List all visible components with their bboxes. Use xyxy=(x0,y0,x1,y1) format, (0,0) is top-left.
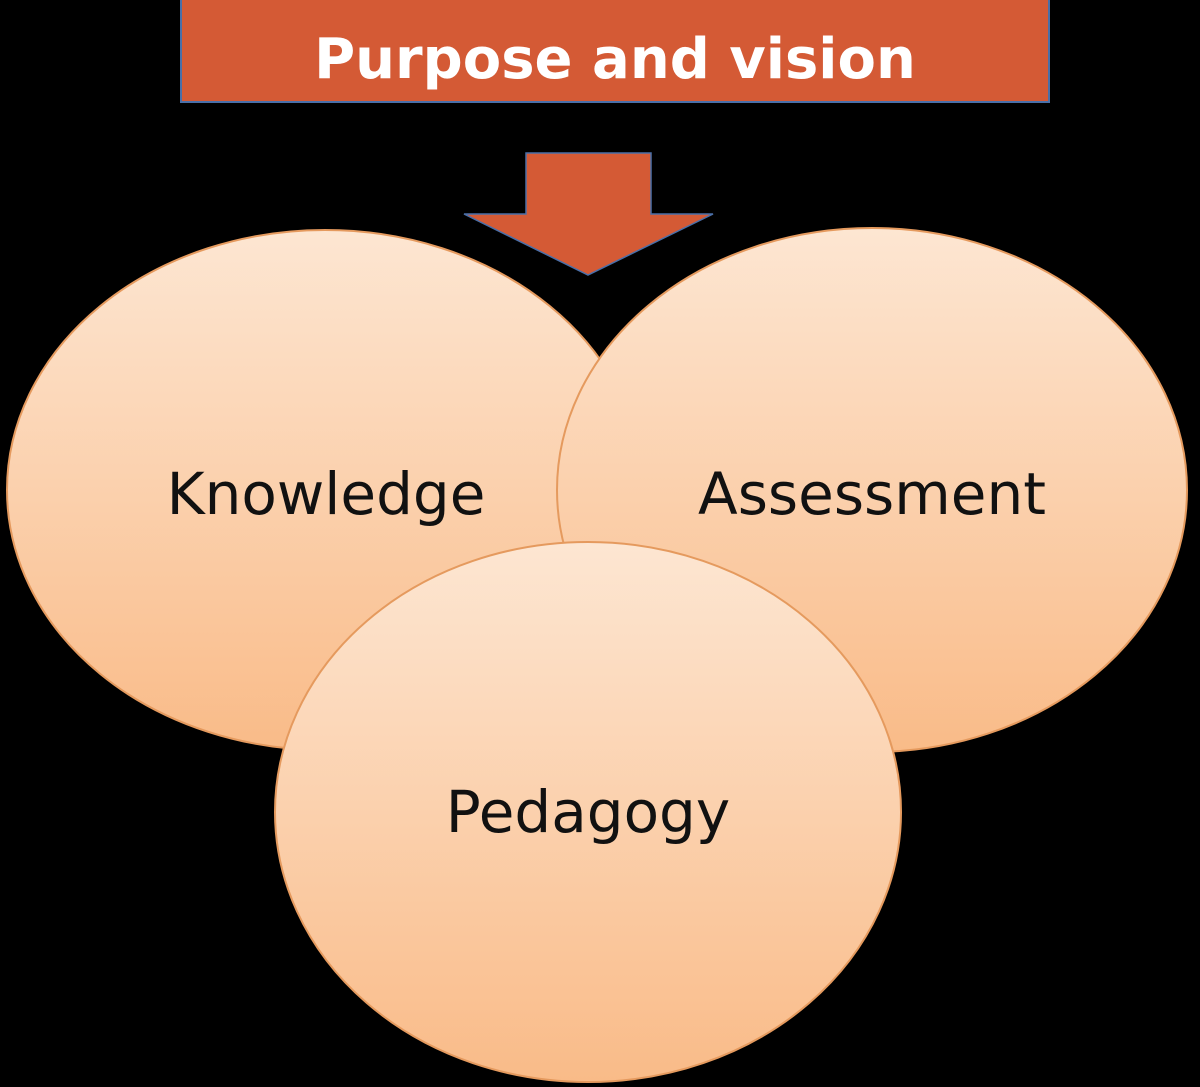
circle-pedagogy: Pedagogy xyxy=(274,541,902,1083)
circle-knowledge-label: Knowledge xyxy=(167,460,486,528)
header-title: Purpose and vision xyxy=(314,27,916,92)
circle-pedagogy-shape xyxy=(274,541,902,1083)
header-banner: Purpose and vision xyxy=(180,0,1050,103)
down-arrow-icon xyxy=(463,152,714,276)
circle-assessment-label: Assessment xyxy=(698,460,1046,528)
circle-pedagogy-label: Pedagogy xyxy=(446,778,730,846)
header-box xyxy=(180,0,1050,103)
